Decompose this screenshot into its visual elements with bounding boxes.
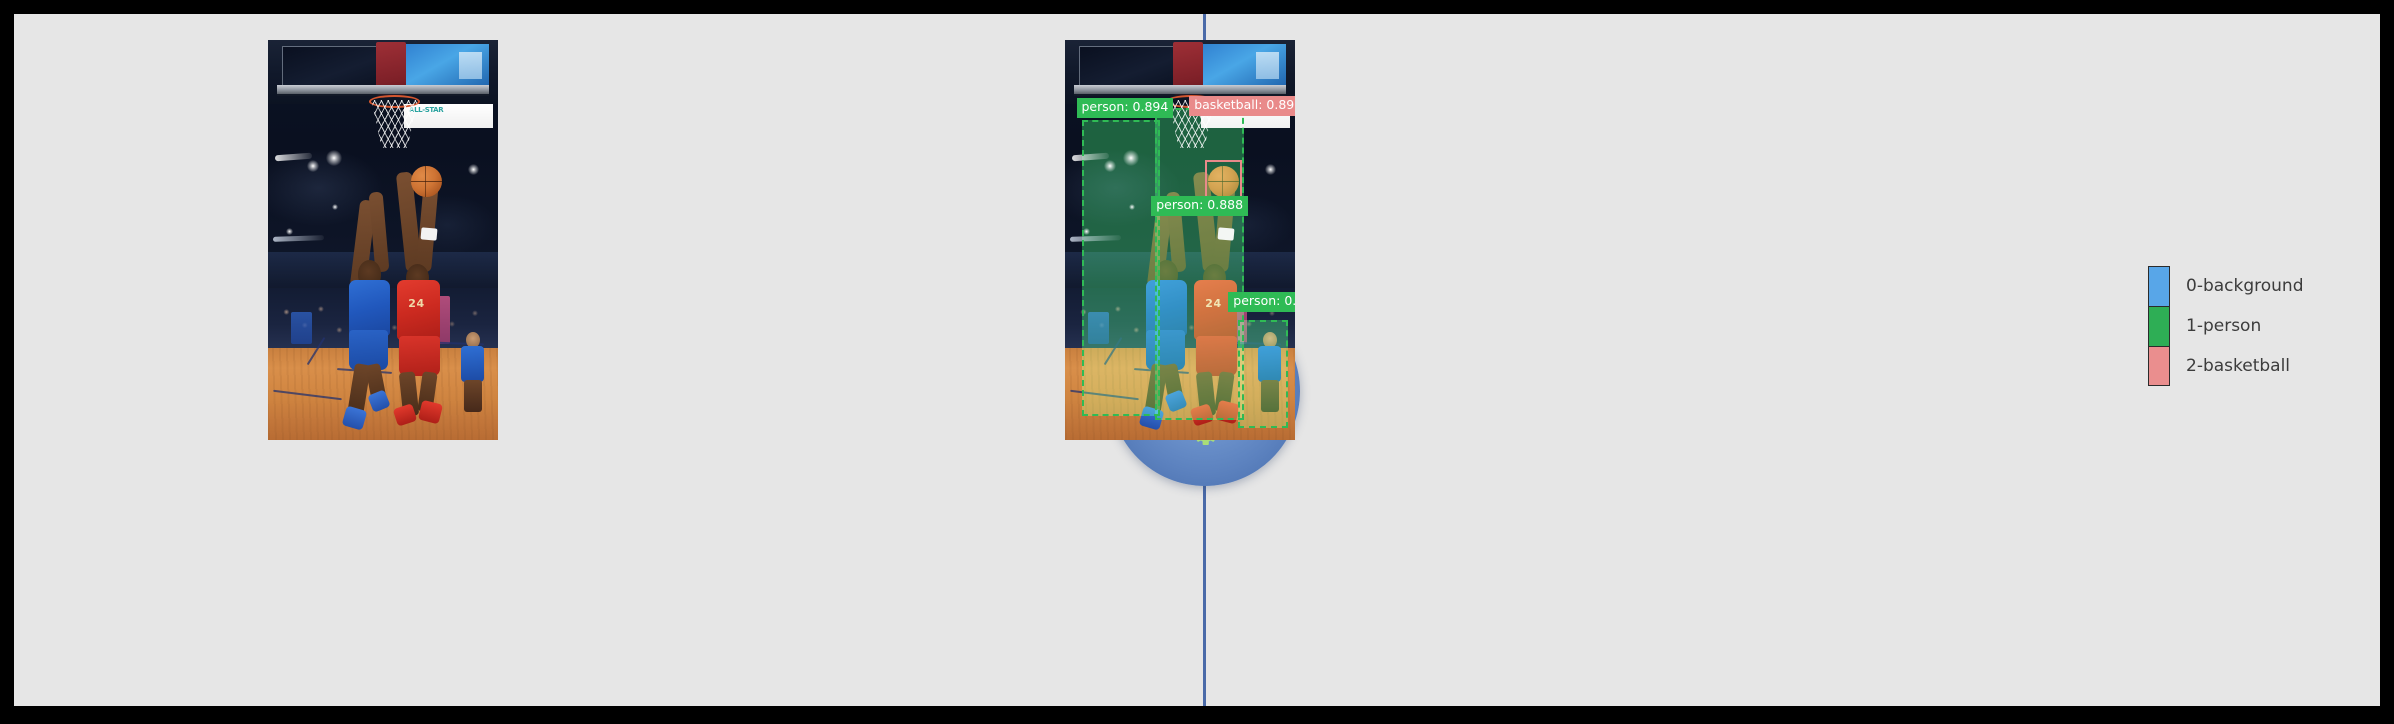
crowd-section (1088, 312, 1109, 344)
legend-swatch-basketball (2148, 346, 2170, 386)
background-player-jersey (1258, 346, 1282, 382)
legend-swatch-background (2148, 266, 2170, 306)
workflow-canvas: ALL-STAR (14, 14, 2380, 706)
arena-light (286, 228, 294, 235)
legend-label: 0-background (2186, 275, 2304, 296)
shooter-shorts (399, 336, 441, 376)
detection-label-person: person: 0.950 (1228, 292, 1295, 312)
arena-light (1265, 164, 1277, 175)
allstar-signage: ALL-STAR (403, 104, 494, 128)
basketball (410, 166, 442, 198)
background-player-legs (463, 380, 482, 412)
backboard-base (277, 84, 489, 96)
arena-light (1122, 150, 1139, 166)
background-player-head (465, 332, 480, 348)
background-player-jersey (461, 346, 485, 382)
input-photo[interactable]: ALL-STAR (268, 40, 498, 440)
output-photo[interactable]: 24 (1065, 40, 1295, 440)
basketball-scene: ALL-STAR (268, 40, 498, 440)
background-player-legs (1260, 380, 1279, 412)
defender-shorts (1145, 330, 1185, 370)
backboard-glass (1078, 46, 1180, 88)
legend-label: 1-person (2186, 315, 2262, 336)
detection-label-basketball: basketball: 0.896 (1189, 96, 1295, 116)
allstar-signage-text: ALL-STAR (409, 105, 444, 114)
jersey-number: 24 (1205, 297, 1222, 310)
defender-shorts (348, 330, 388, 370)
legend-label: 2-basketball (2186, 355, 2291, 376)
defender-jersey (348, 280, 390, 336)
crowd-section (291, 312, 312, 344)
arena-light (307, 160, 320, 172)
class-legend: 0-background 1-person 2-basketball (2148, 266, 2304, 386)
arena-light (332, 204, 339, 210)
backboard-glass (281, 46, 383, 88)
detection-label-person: person: 0.888 (1151, 196, 1249, 216)
legend-item[interactable]: 2-basketball (2148, 346, 2304, 386)
shooter-shorts (1196, 336, 1238, 376)
legend-item[interactable]: 0-background (2148, 266, 2304, 306)
output-image-panel[interactable]: 24 (1065, 40, 1295, 440)
shooter-wristband (420, 227, 438, 241)
detection-label-person: person: 0.894 (1076, 98, 1174, 118)
input-image-panel[interactable]: ALL-STAR (268, 40, 498, 440)
arena-light (325, 150, 342, 166)
arena-light (1104, 160, 1117, 172)
shooter-jersey (396, 280, 441, 340)
arena-light (468, 164, 480, 175)
jumbotron-screen (401, 44, 489, 88)
defender-jersey (1145, 280, 1187, 336)
basketball (1207, 166, 1239, 198)
legend-item[interactable]: 1-person (2148, 306, 2304, 346)
legend-swatch-person (2148, 306, 2170, 346)
jersey-number: 24 (408, 297, 425, 310)
jumbotron-screen (1198, 44, 1286, 88)
backboard-base (1074, 84, 1286, 96)
shooter-wristband (1217, 227, 1235, 241)
